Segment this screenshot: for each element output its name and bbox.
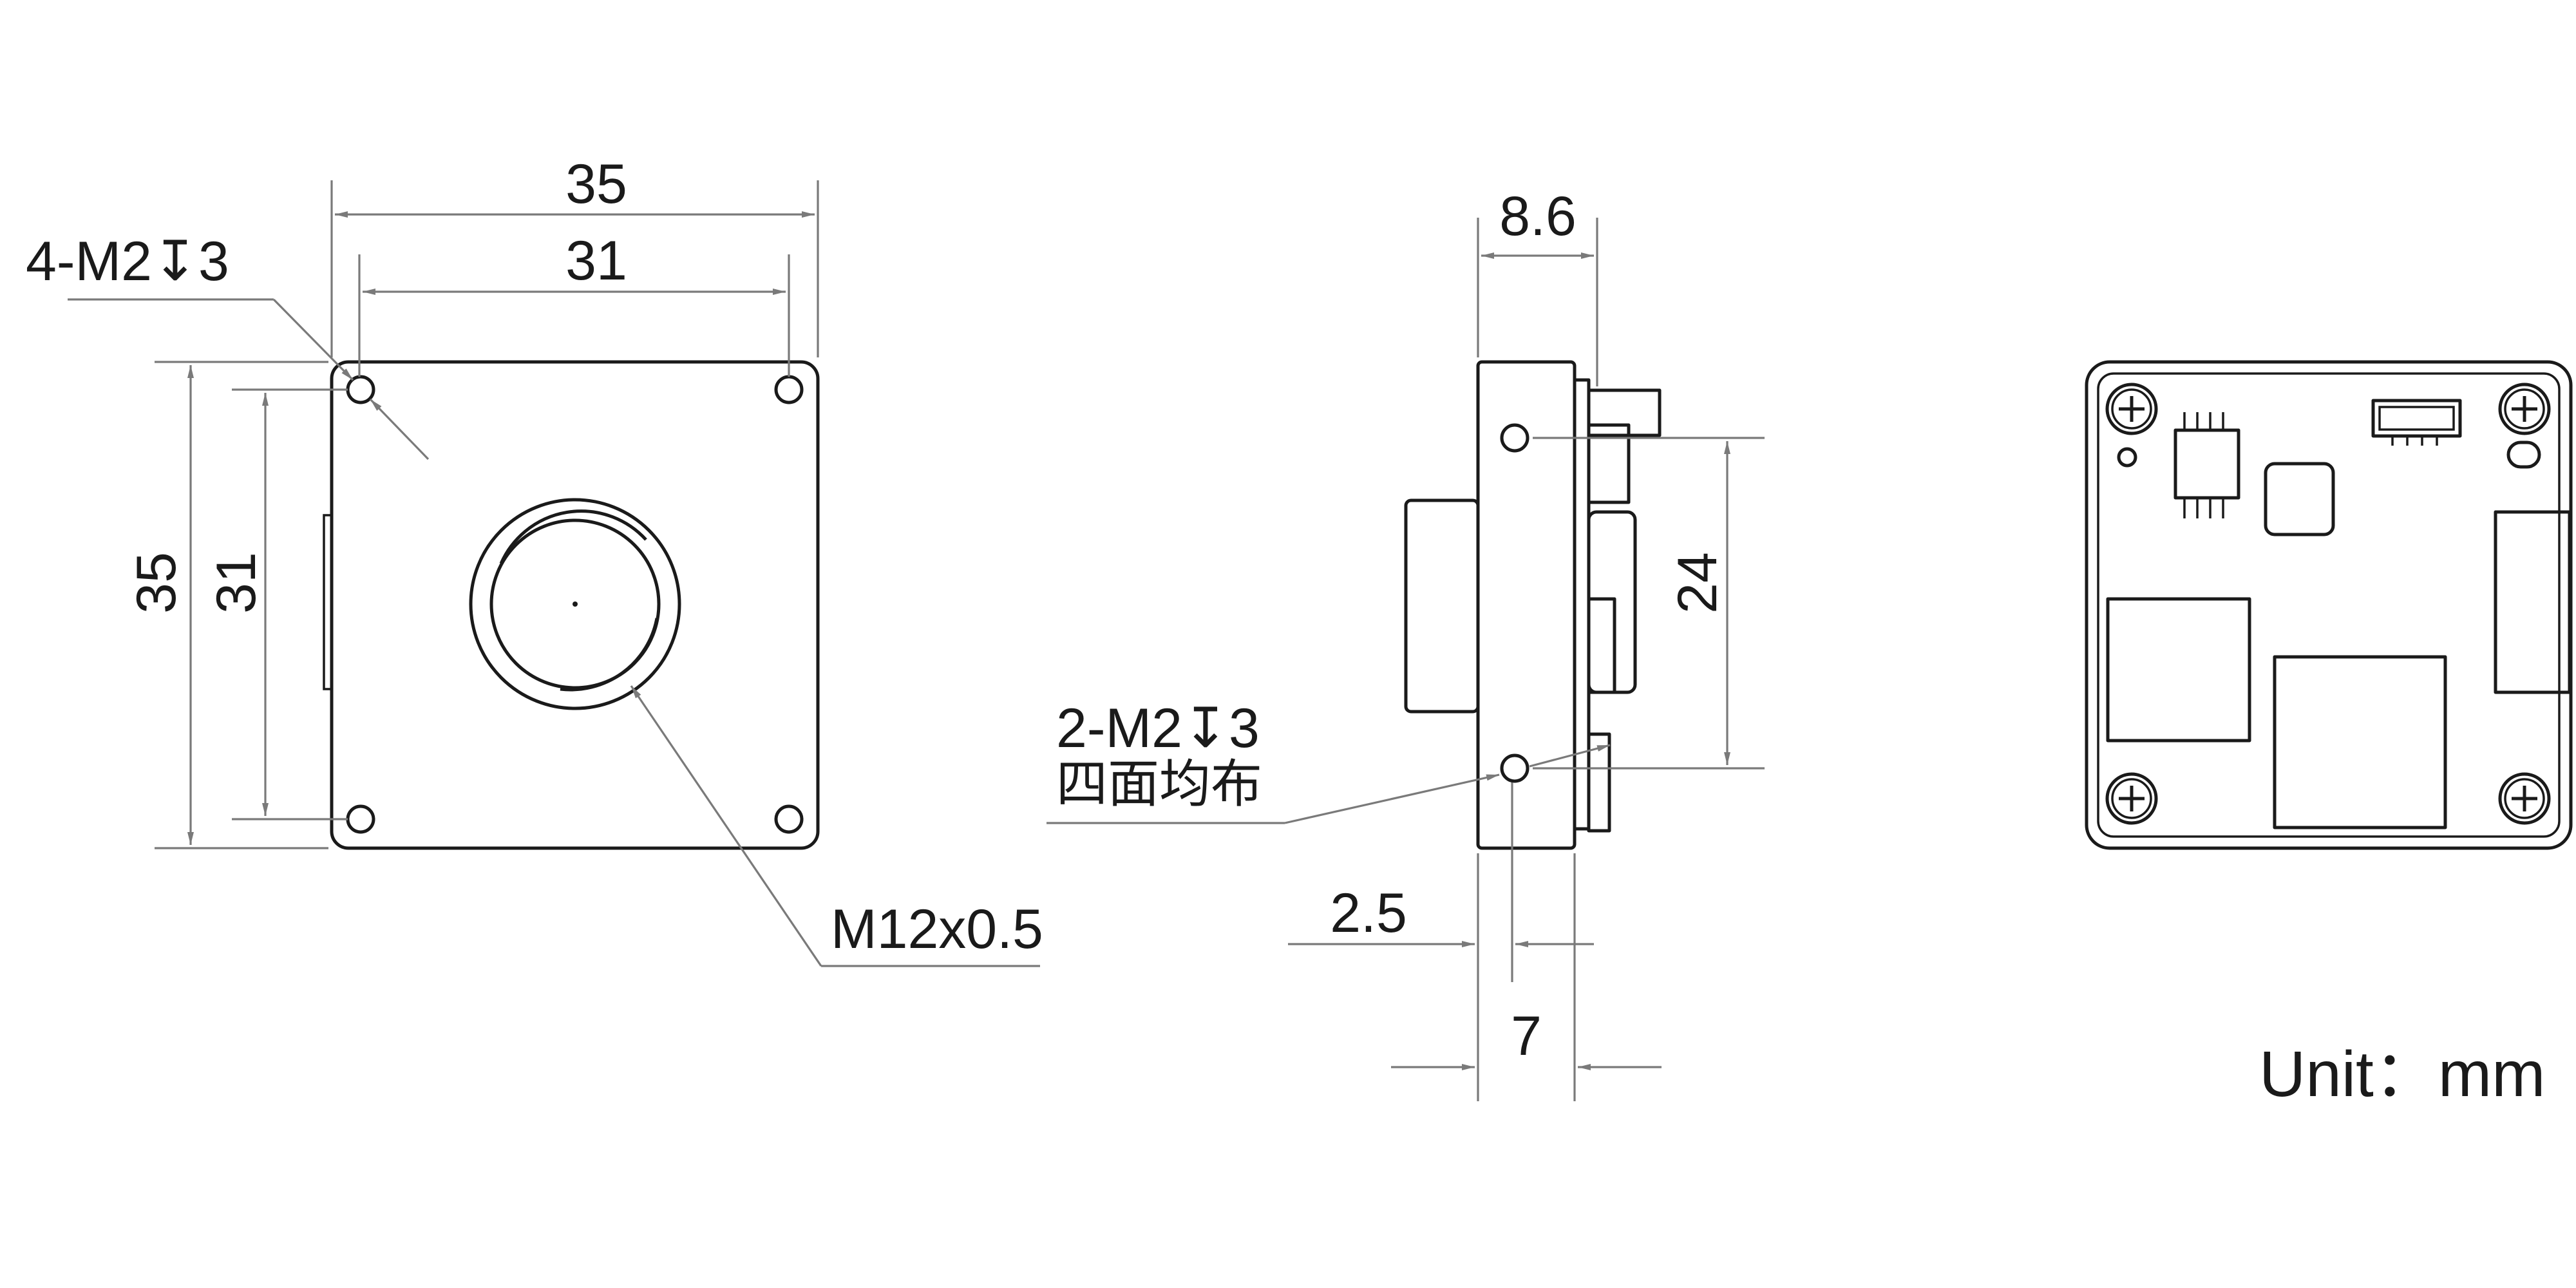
side-component-lower [1587, 597, 1616, 694]
callout-label-side-holes-line2: 四面均布 [1056, 754, 1262, 814]
back-slot [2506, 440, 2541, 469]
dim-side-hole-spacing: 24 [1533, 437, 1765, 770]
back-ic-chip [2174, 412, 2240, 518]
mount-hole-bottom-left [346, 804, 375, 834]
dim-label-width-35: 35 [565, 153, 627, 215]
dim-front-height-outer: 35 [126, 361, 328, 849]
mount-hole-top-right [774, 375, 804, 404]
dim-label-depth-8-6: 8.6 [1499, 185, 1577, 247]
lens-outer-ring [469, 498, 681, 710]
lens-thread-arc [499, 509, 647, 565]
lens-inner-ring [489, 518, 661, 690]
mount-hole-bottom-right [774, 804, 804, 834]
side-lens-barrel [1404, 498, 1480, 714]
dim-label-width-31: 31 [565, 230, 627, 292]
side-pcb [1573, 378, 1591, 831]
side-component-bottom [1587, 732, 1611, 833]
back-view [2085, 360, 2573, 850]
side-component-upper [1587, 510, 1637, 694]
side-top-connector-block [1587, 423, 1631, 504]
back-block-left [2106, 597, 2251, 743]
back-screw-bottom-left [2105, 772, 2158, 825]
side-mount-hole-bottom [1500, 753, 1530, 783]
dim-label-offset-2-5: 2.5 [1330, 882, 1407, 944]
front-side-connector [323, 514, 333, 690]
callout-label-lens-thread: M12x0.5 [831, 898, 1043, 960]
lens-thread-arc-lower [560, 618, 659, 692]
callout-label-front-holes: 4-M2↧3 [26, 231, 229, 292]
dim-label-depth-7: 7 [1511, 1005, 1542, 1067]
callout-front-holes: 4-M2↧3 [26, 231, 430, 460]
front-view: 35 31 35 31 4-M2↧3 [26, 153, 1043, 967]
back-board-outer [2085, 360, 2573, 850]
back-board-inner [2097, 372, 2561, 838]
callout-label-side-holes-line1: 2-M2↧3 [1056, 697, 1260, 759]
side-view: 8.6 24 2-M2↧3 四面均布 2.5 [1046, 185, 1765, 1101]
dim-label-height-35: 35 [126, 552, 187, 614]
side-mount-hole-top [1500, 423, 1530, 453]
dim-side-depth-total: 8.6 [1477, 185, 1598, 386]
dim-front-width-outer: 35 [330, 153, 819, 357]
callout-lens-thread: M12x0.5 [630, 685, 1043, 967]
back-square-component [2264, 462, 2335, 536]
back-screw-top-right [2498, 383, 2551, 435]
mount-hole-top-left [346, 375, 375, 404]
callout-side-holes: 2-M2↧3 四面均布 [1046, 697, 1611, 824]
dim-front-width-holes: 31 [358, 230, 790, 377]
back-screw-top-left [2105, 383, 2158, 435]
back-small-hole [2117, 447, 2137, 468]
dim-front-height-holes: 31 [205, 388, 348, 820]
lens-center-dot [573, 601, 578, 607]
back-screw-bottom-right [2498, 772, 2551, 825]
unit-label: Unit：mm [2259, 1038, 2545, 1110]
back-side-connector [2494, 510, 2571, 694]
dim-side-hole-offset: 2.5 [1288, 782, 1594, 1101]
dim-label-height-31: 31 [205, 552, 267, 614]
dim-label-spacing-24: 24 [1667, 552, 1728, 614]
dim-side-body-depth: 7 [1391, 853, 1662, 1101]
lens-mount [469, 498, 681, 710]
side-top-connector [1587, 388, 1662, 437]
back-block-center [2273, 655, 2447, 829]
back-connector [2371, 399, 2462, 446]
